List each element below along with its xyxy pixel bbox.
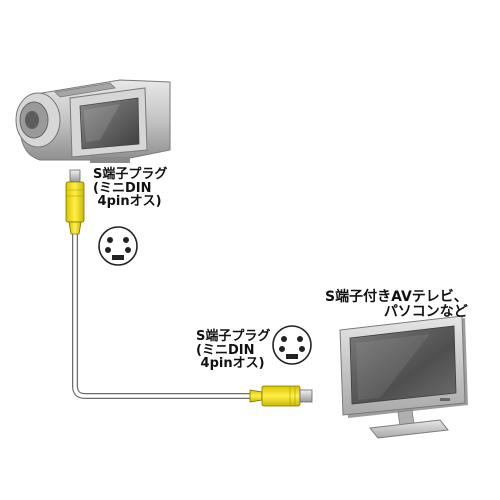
top-plug-label: S端子プラグ (ミニDIN 4pinオス) [93,168,167,209]
top-plug-label-line2-text: ミニDIN [98,180,152,196]
mid-plug-label-line1: S端子プラグ [196,329,271,344]
mid-plug-label-line3-text: 4pinオス [200,356,259,372]
mid-plug-label-line2-text: ミニDIN [201,342,255,358]
top-plug-label-line3-text: 4pinオス [97,194,156,210]
top-plug-label-line2: (ミニDIN [93,180,152,196]
top-s-video-plug [65,169,85,235]
mid-plug-label: S端子プラグ (ミニDIN 4pinオス) [196,330,270,371]
mid-plug-label-line3: 4pinオス) [200,356,265,372]
top-plug-label-line3: 4pinオス) [97,194,162,210]
tv-label: S端子付きAVテレビ、 パソコンなど [325,290,468,319]
mid-s-video-plug [249,385,313,407]
tv-label-line1: S端子付きAVテレビ、 [325,289,468,305]
s-video-connector-icon [272,325,312,365]
mid-plug-label-line2: (ミニDIN [196,342,255,358]
cable [72,232,262,399]
tv-monitor-icon [339,315,468,439]
camcorder-icon [15,79,171,163]
s-video-connector-icon [98,226,138,266]
top-plug-label-line1: S端子プラグ [93,167,168,182]
tv-label-line2: パソコンなど [383,303,468,320]
